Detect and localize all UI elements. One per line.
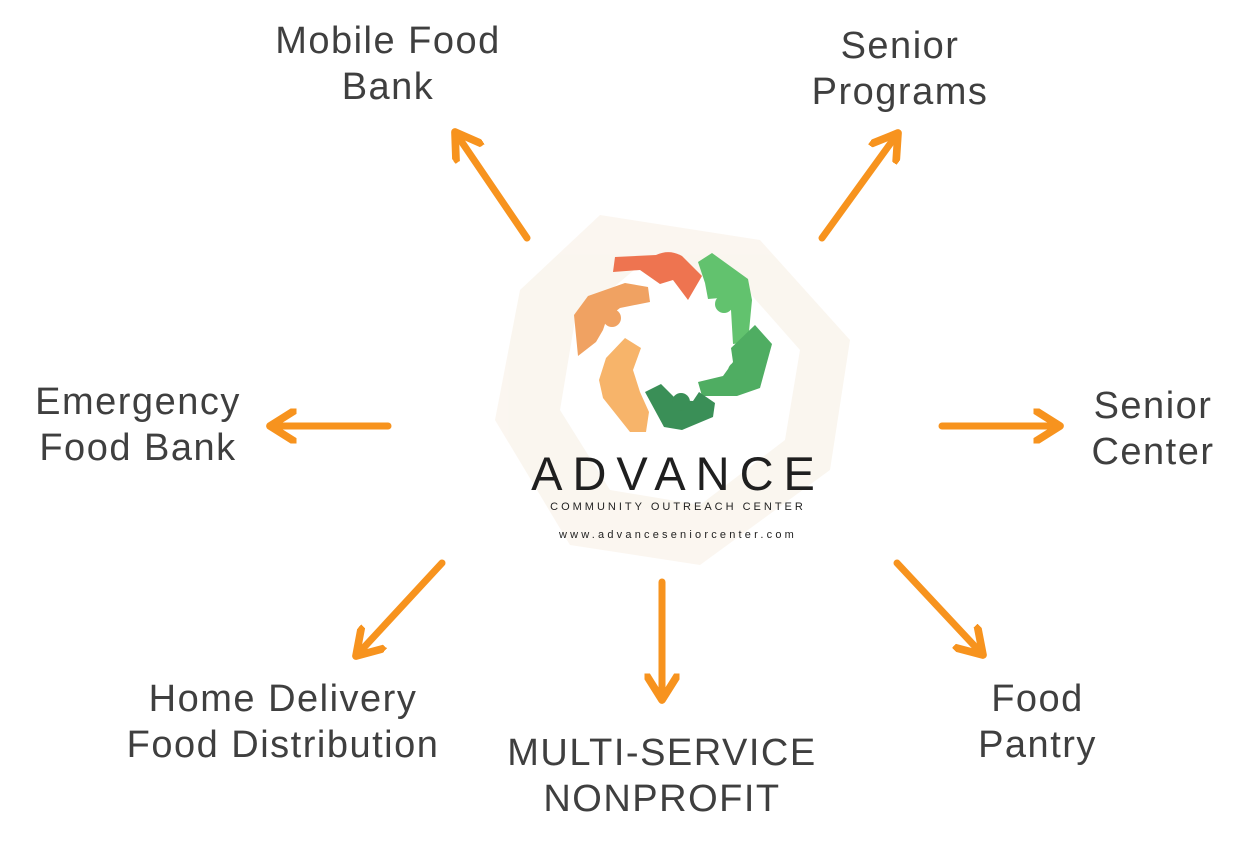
node-home-delivery-line1: Home Delivery (148, 678, 418, 720)
node-emergency-food-bank-line2: Food Bank (39, 427, 237, 469)
node-senior-programs: Senior Programs (790, 23, 1010, 115)
node-multi-service: MULTI-SERVICE NONPROFIT (482, 730, 842, 822)
node-multi-service-line1: MULTI-SERVICE (507, 732, 817, 774)
node-home-delivery: Home Delivery Food Distribution (108, 676, 458, 768)
node-food-pantry-line1: Food (991, 678, 1084, 720)
advance-logo-icon (574, 252, 772, 432)
node-senior-programs-line1: Senior (840, 25, 960, 67)
brand-name: ADVANCE (531, 447, 825, 500)
node-multi-service-line2: NONPROFIT (543, 778, 781, 820)
arrow-to-senior-programs (818, 133, 898, 242)
node-emergency-food-bank-line1: Emergency (35, 381, 241, 423)
node-food-pantry-line2: Pantry (978, 724, 1097, 766)
node-senior-center: Senior Center (1078, 383, 1228, 475)
node-senior-programs-line2: Programs (811, 71, 989, 113)
node-senior-center-line1: Senior (1093, 385, 1213, 427)
node-food-pantry: Food Pantry (960, 676, 1115, 768)
node-mobile-food-bank-line2: Bank (341, 66, 435, 108)
node-mobile-food-bank-line1: Mobile Food (275, 20, 501, 62)
arrow-to-home-delivery (356, 559, 446, 656)
advance-brand: ADVANCE COMMUNITY OUTREACH CENTER www.ad… (520, 447, 836, 542)
arrow-to-food-pantry (893, 559, 983, 655)
brand-tagline: COMMUNITY OUTREACH CENTER (550, 501, 806, 513)
arrow-to-mobile-food-bank (455, 132, 531, 242)
node-mobile-food-bank: Mobile Food Bank (258, 18, 518, 110)
node-emergency-food-bank: Emergency Food Bank (18, 379, 258, 471)
brand-url: www.advanceseniorcenter.com (558, 529, 798, 541)
node-home-delivery-line2: Food Distribution (126, 724, 440, 766)
node-senior-center-line2: Center (1091, 431, 1215, 473)
